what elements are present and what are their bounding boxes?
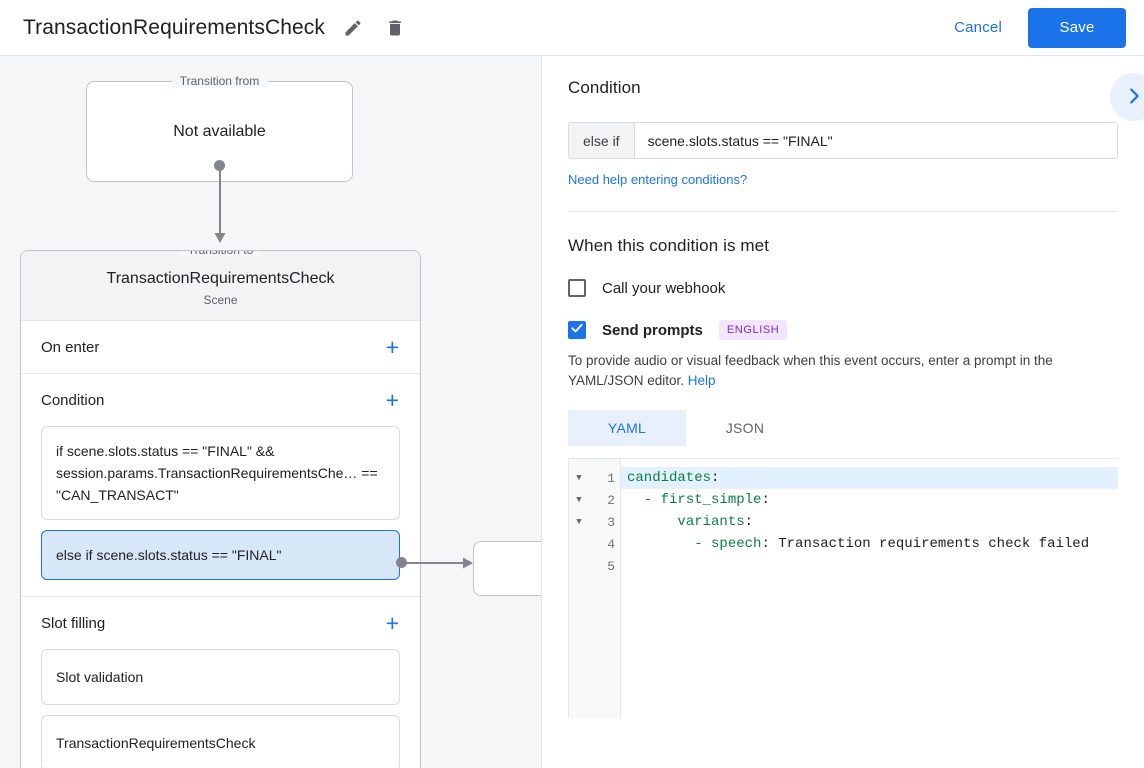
yaml-sep: : bbox=[761, 492, 770, 508]
prompts-description: To provide audio or visual feedback when… bbox=[568, 351, 1118, 391]
section-slot-filling-body: Slot validation TransactionRequirementsC… bbox=[21, 649, 420, 768]
section-condition-body: if scene.slots.status == "FINAL" && sess… bbox=[21, 426, 420, 596]
add-slot-filling-button[interactable]: + bbox=[385, 610, 399, 636]
gutter-row: ▼ 1 bbox=[569, 467, 620, 489]
code-line bbox=[621, 555, 1118, 577]
yaml-sep: : bbox=[711, 470, 720, 486]
section-on-enter: On enter + bbox=[21, 321, 420, 374]
gutter-row: ▼ 2 bbox=[569, 489, 620, 511]
connector-dot-condition bbox=[396, 557, 407, 568]
line-number: 3 bbox=[607, 514, 615, 530]
details-panel: Condition else if Need help entering con… bbox=[542, 56, 1144, 768]
connector-line-vertical bbox=[219, 166, 221, 239]
yaml-key: variants bbox=[677, 514, 745, 530]
section-condition: Condition + if scene.slots.status == "FI… bbox=[21, 374, 420, 597]
when-condition-met-section: When this condition is met Call your web… bbox=[542, 212, 1144, 718]
cancel-button[interactable]: Cancel bbox=[944, 11, 1012, 44]
condition-list-item-selected[interactable]: else if scene.slots.status == "FINAL" bbox=[41, 530, 400, 580]
yaml-key: - speech bbox=[694, 536, 762, 552]
send-prompts-label: Send prompts bbox=[602, 321, 703, 339]
page-title: TransactionRequirementsCheck bbox=[23, 15, 325, 39]
connector-line-horizontal bbox=[406, 562, 464, 564]
section-divider bbox=[568, 211, 1118, 212]
line-number: 4 bbox=[607, 536, 615, 552]
editor-code-area[interactable]: candidates: - first_simple: variants: - … bbox=[621, 459, 1118, 718]
connector-arrow-down bbox=[214, 233, 226, 243]
editor-gutter: ▼ 1 ▼ 2 ▼ 3 4 bbox=[569, 459, 621, 718]
gutter-row: 5 bbox=[569, 555, 620, 577]
language-badge: ENGLISH bbox=[718, 320, 788, 340]
section-condition-header: Condition + bbox=[21, 374, 420, 426]
condition-list-item[interactable]: if scene.slots.status == "FINAL" && sess… bbox=[41, 426, 400, 520]
transition-target-card-partial[interactable] bbox=[473, 541, 541, 596]
section-on-enter-header: On enter + bbox=[21, 321, 420, 373]
slot-filling-list-item[interactable]: TransactionRequirementsCheck bbox=[41, 715, 400, 768]
tab-yaml[interactable]: YAML bbox=[568, 410, 686, 446]
webhook-row[interactable]: Call your webhook bbox=[568, 279, 1118, 297]
transition-to-legend: Transition to bbox=[179, 251, 262, 257]
pencil-icon bbox=[343, 18, 363, 38]
connector-dot-top bbox=[214, 160, 225, 171]
delete-button[interactable] bbox=[381, 14, 409, 42]
code-line: candidates: bbox=[621, 467, 1118, 489]
checkmark-icon bbox=[570, 321, 584, 340]
save-button[interactable]: Save bbox=[1028, 7, 1126, 48]
line-number: 5 bbox=[607, 558, 615, 574]
call-webhook-label: Call your webhook bbox=[602, 279, 726, 297]
condition-section: Condition else if Need help entering con… bbox=[542, 56, 1144, 212]
add-condition-button[interactable]: + bbox=[385, 387, 399, 413]
panel-divider bbox=[541, 56, 542, 768]
yaml-key: - first_simple bbox=[643, 492, 762, 508]
transition-from-value: Not available bbox=[173, 122, 266, 140]
prompts-help-link[interactable]: Help bbox=[687, 373, 716, 388]
condition-expression-input[interactable] bbox=[634, 123, 1117, 158]
fold-toggle-icon[interactable]: ▼ bbox=[576, 473, 582, 483]
yaml-editor[interactable]: ▼ 1 ▼ 2 ▼ 3 4 bbox=[568, 458, 1118, 718]
code-line: - speech: Transaction requirements check… bbox=[621, 533, 1118, 555]
send-prompts-row[interactable]: Send prompts ENGLISH bbox=[568, 320, 1118, 340]
yaml-value: Transaction requirements check failed bbox=[769, 536, 1090, 552]
section-slot-filling-header: Slot filling + bbox=[21, 597, 420, 649]
scene-node-title: TransactionRequirementsCheck bbox=[106, 270, 335, 287]
yaml-sep: : bbox=[761, 536, 770, 552]
chevron-right-icon bbox=[1123, 85, 1144, 110]
section-slot-filling-title: Slot filling bbox=[41, 614, 106, 632]
scene-node-subtitle: Scene bbox=[203, 293, 238, 307]
condition-help-link[interactable]: Need help entering conditions? bbox=[568, 172, 748, 187]
add-on-enter-button[interactable]: + bbox=[385, 334, 399, 360]
slot-filling-list-item[interactable]: Slot validation bbox=[41, 649, 400, 705]
connector-arrow-right bbox=[463, 557, 473, 569]
top-bar: TransactionRequirementsCheck Cancel Save bbox=[0, 0, 1144, 56]
fold-toggle-icon[interactable]: ▼ bbox=[576, 495, 582, 505]
line-number: 2 bbox=[607, 492, 615, 508]
yaml-sep: : bbox=[744, 514, 754, 530]
code-line: variants: bbox=[621, 511, 1118, 533]
section-slot-filling: Slot filling + Slot validation Transacti… bbox=[21, 597, 420, 768]
code-line: - first_simple: bbox=[621, 489, 1118, 511]
gutter-row: 4 bbox=[569, 533, 620, 555]
section-on-enter-title: On enter bbox=[41, 338, 100, 356]
gutter-row: ▼ 3 bbox=[569, 511, 620, 533]
expand-panel-button[interactable] bbox=[1110, 73, 1144, 121]
call-webhook-checkbox[interactable] bbox=[568, 279, 586, 297]
flow-canvas[interactable]: Transition from Not available Transition… bbox=[0, 56, 541, 768]
transition-to-card: Transition to TransactionRequirementsChe… bbox=[20, 250, 421, 768]
transition-from-legend: Transition from bbox=[171, 74, 268, 88]
condition-input-row: else if bbox=[568, 122, 1118, 159]
when-condition-met-heading: When this condition is met bbox=[568, 236, 770, 255]
condition-heading: Condition bbox=[568, 78, 641, 97]
editor-format-tabs: YAML JSON bbox=[568, 410, 1118, 446]
edit-title-button[interactable] bbox=[339, 14, 367, 42]
section-condition-title: Condition bbox=[41, 391, 105, 409]
yaml-key: candidates bbox=[627, 470, 712, 486]
tab-json[interactable]: JSON bbox=[686, 410, 804, 446]
send-prompts-checkbox[interactable] bbox=[568, 321, 586, 339]
prompts-description-text: To provide audio or visual feedback when… bbox=[568, 353, 1053, 388]
scene-node-header: TransactionRequirementsCheck Scene bbox=[21, 251, 420, 321]
line-number: 1 bbox=[607, 470, 615, 486]
fold-toggle-icon[interactable]: ▼ bbox=[576, 517, 582, 527]
trash-icon bbox=[385, 18, 405, 38]
condition-prefix-label: else if bbox=[569, 123, 635, 158]
